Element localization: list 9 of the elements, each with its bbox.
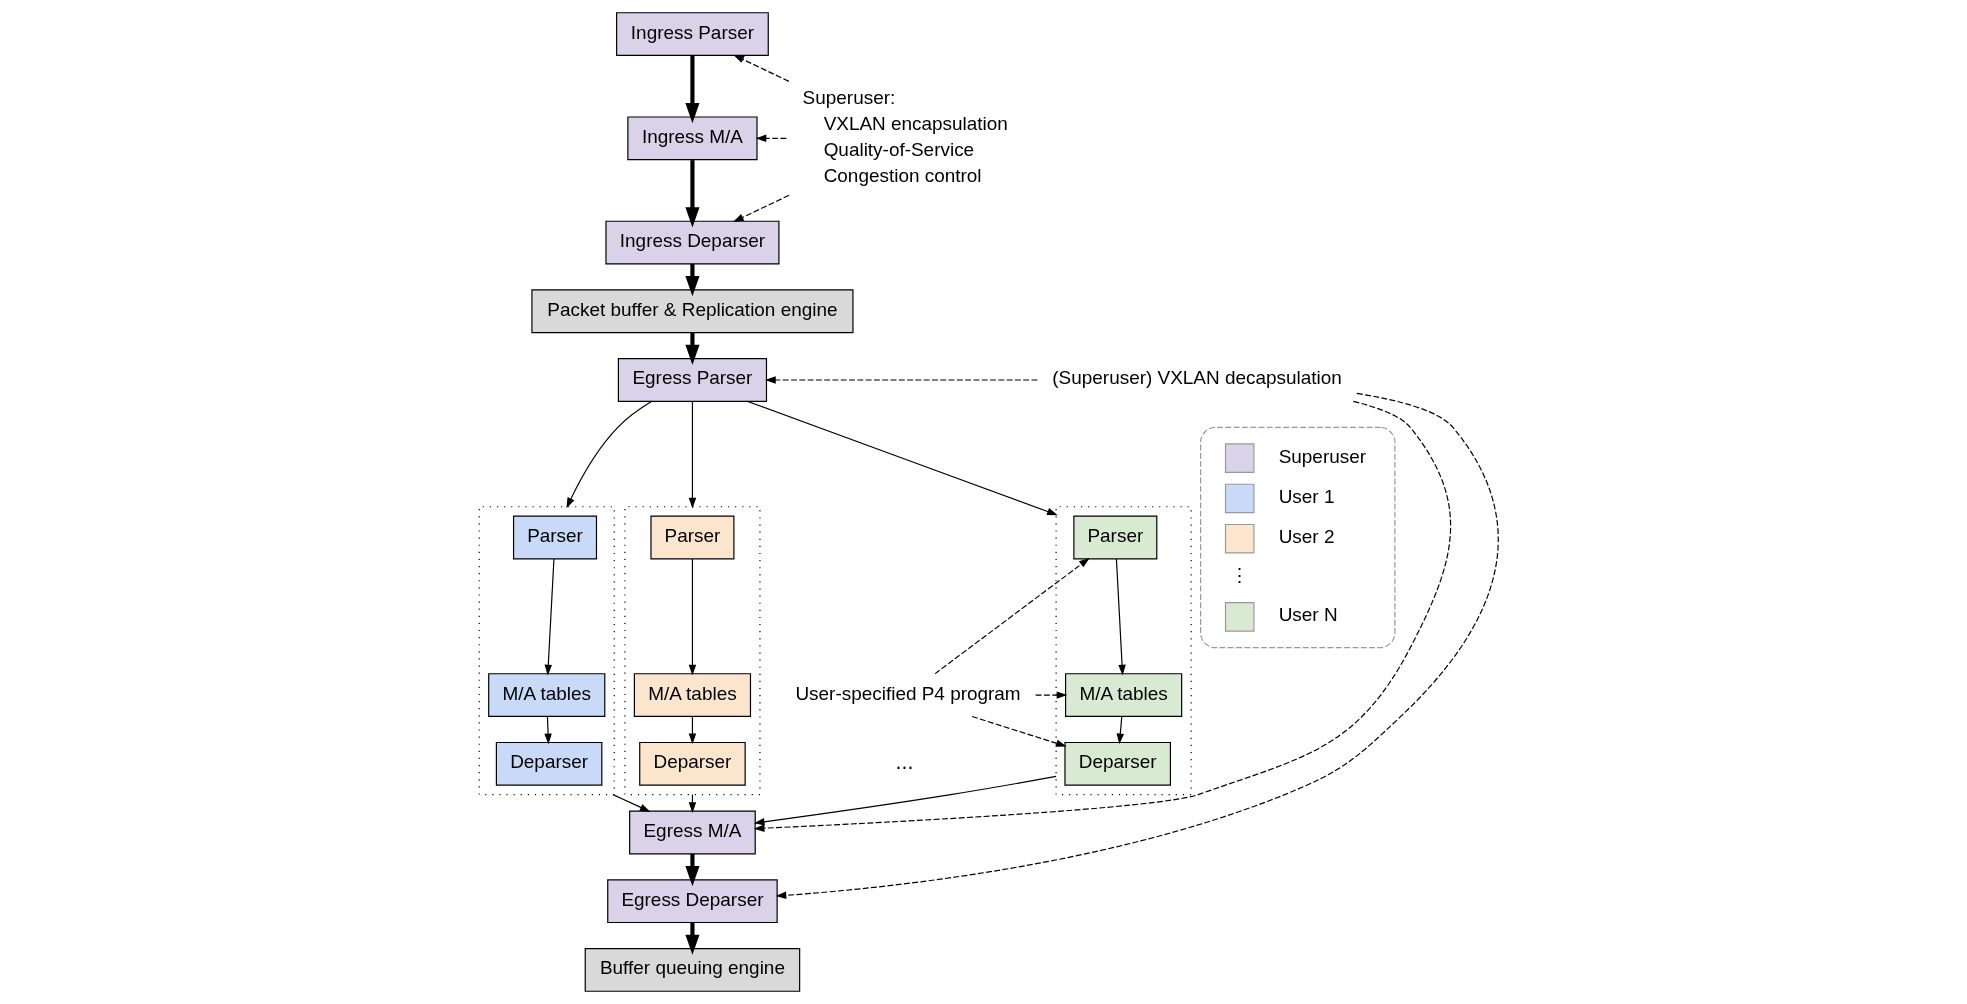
label: ... (895, 750, 913, 774)
node-text: (Superuser) VXLAN decapsulation (1051, 367, 1342, 389)
legend-label: User N (1278, 604, 1338, 626)
label: ⋮ (1229, 565, 1249, 587)
legend-label: User 1 (1278, 485, 1334, 507)
node-text: User-specified P4 program (794, 682, 1021, 704)
legend-label: Superuser (1278, 445, 1366, 467)
legend-label: User 2 (1278, 526, 1334, 548)
node-text: Superuser: VXLAN encapsulation Quality-of-Service Congestion control (802, 86, 1008, 186)
